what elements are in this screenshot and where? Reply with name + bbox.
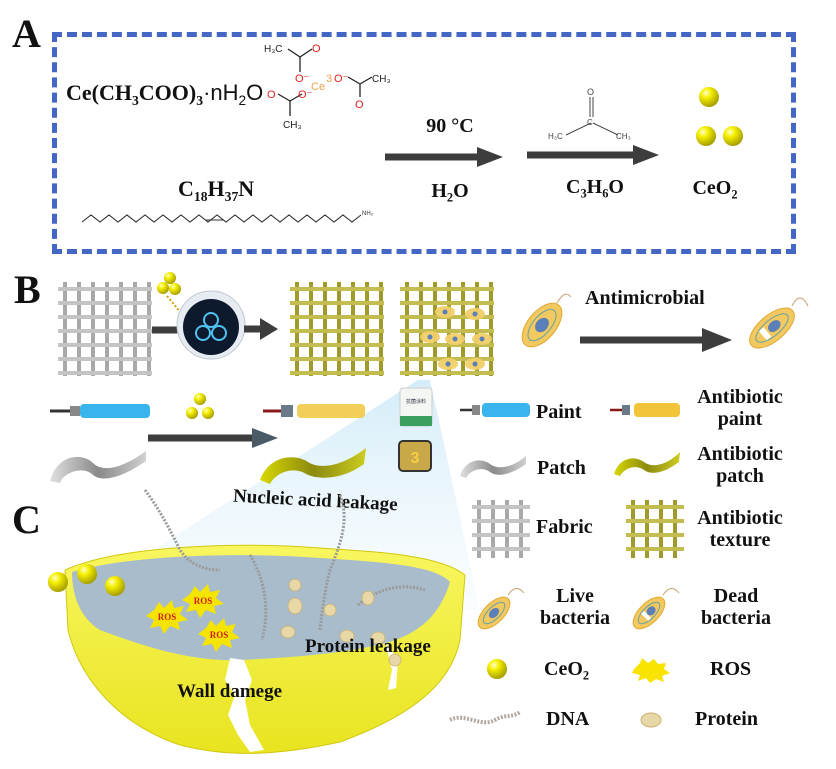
- oxygen-text: O: [312, 43, 321, 55]
- nanoparticle-icon: [105, 576, 125, 596]
- bacterial-cell-cross-section: ROS ROS ROS: [48, 489, 466, 754]
- cerium-text: Ce: [311, 81, 325, 93]
- oxygen-minus-text: O⁻: [298, 89, 313, 101]
- h3c-text: H₃C: [264, 44, 283, 55]
- oxygen-text: O: [355, 99, 364, 111]
- badge-number: 3: [411, 450, 420, 467]
- live-bacteria-icon: [521, 293, 572, 348]
- cerium-acetate-structure: H₃C O O⁻ Ce 3 O⁻ CH₃ O O O⁻ CH₃: [264, 43, 391, 131]
- process-arrow: [148, 428, 278, 448]
- antimicrobial-label: Antimicrobial: [585, 287, 705, 309]
- cytoplasm: [72, 555, 450, 661]
- step1-solvent: H2O: [431, 180, 469, 205]
- panel-label-b: B: [14, 267, 41, 312]
- acetone-structure: O C H₃C CH₃: [548, 87, 631, 141]
- legend-ros-label: ROS: [710, 658, 752, 680]
- nanoparticle-icon: [77, 564, 97, 584]
- oxygen-minus-text: O⁻: [334, 73, 349, 85]
- legend-paint-icon: [460, 403, 530, 417]
- antibiotic-patch-icon: [260, 448, 366, 484]
- legend-antibiotic-paint-icon: [610, 403, 680, 417]
- acetone-ch3: CH₃: [616, 132, 631, 141]
- process-arrow: [244, 318, 278, 340]
- legend-antibiotic-texture-icon: [626, 500, 684, 558]
- dna-strand: [143, 489, 221, 572]
- legend-protein-icon: [640, 712, 662, 728]
- antimicrobial-arrow: [580, 328, 732, 352]
- fabric-with-bacteria-icon: [400, 282, 494, 376]
- step1-temperature: 90 °C: [426, 115, 474, 137]
- cerium-charge-text: 3: [326, 73, 332, 85]
- dna-strand: [318, 494, 346, 631]
- panel-label-c: C: [12, 497, 41, 542]
- svg-text:ROS: ROS: [158, 612, 177, 622]
- wall-damage-label: Wall damege: [177, 681, 283, 702]
- amine-formula: C18H37N: [178, 176, 255, 204]
- acetone-h3c: H₃C: [548, 132, 563, 141]
- ceo2-nanoparticles: [696, 87, 743, 146]
- nanoparticle-icon: [696, 126, 716, 146]
- nanoparticle-icon: [699, 87, 719, 107]
- legend-dna-icon: [449, 710, 522, 725]
- svg-text:ROS: ROS: [210, 630, 229, 640]
- dna-strand: [357, 585, 426, 607]
- nh2-text: NH₂: [362, 211, 374, 217]
- protein-leakage-label: Protein leakage: [305, 636, 431, 657]
- legend-live-bacteria-icon: [477, 588, 525, 630]
- nanoparticle-icon: [723, 126, 743, 146]
- ros-burst: ROS: [146, 600, 188, 634]
- panel-a-frame: [52, 32, 796, 254]
- acetone-o: O: [587, 87, 594, 97]
- oleylamine-structure: NH₂: [81, 211, 374, 223]
- ch3-text: CH₃: [283, 120, 302, 131]
- step2-arrow: [527, 145, 659, 165]
- legend-protein-label: Protein: [695, 708, 758, 730]
- legend-dead-bacteria-icon: [632, 588, 680, 630]
- acetone-c: C: [587, 118, 593, 127]
- nanoparticle-cluster-icon: [157, 272, 181, 313]
- legend-patch-label: Patch: [537, 457, 586, 479]
- legend-ceo2-icon: [487, 659, 507, 679]
- legend-ceo2-label: CeO2: [544, 658, 590, 683]
- protein-cluster: [280, 578, 402, 667]
- nanoparticle-icon: [48, 572, 68, 592]
- panel-label-a: A: [12, 11, 41, 56]
- fabric-icon: [58, 282, 152, 376]
- oxygen-text: O: [267, 89, 276, 101]
- antibiotic-fabric-icon: [290, 282, 384, 376]
- dna-strand: [248, 554, 268, 641]
- paint-brush-yellow-icon: [263, 404, 365, 418]
- precursor-formula: Ce(CH3COO)3·nH2O: [66, 80, 264, 108]
- legend-fabric-label: Fabric: [536, 516, 593, 538]
- product-formula: CeO2: [692, 177, 738, 202]
- legend-dna-label: DNA: [546, 708, 590, 730]
- svg-text:ROS: ROS: [194, 596, 213, 606]
- dead-bacteria-icon: [749, 297, 809, 349]
- legend-fabric-icon: [472, 500, 530, 558]
- patch-icon: [50, 451, 146, 483]
- ros-burst: ROS: [182, 584, 224, 618]
- legend-patch-icon: [460, 456, 526, 478]
- ch3-text: CH₃: [372, 74, 391, 85]
- wall-crack: [225, 658, 264, 752]
- legend-antibiotic-patch-icon: [614, 452, 680, 476]
- legend-ros-icon: [632, 658, 670, 683]
- step2-reagent: C3H6O: [566, 176, 624, 201]
- paint-jar-icon: 抗菌涂料: [399, 387, 433, 427]
- oxygen-minus-text: O⁻: [295, 73, 310, 85]
- step1-arrow: [385, 147, 503, 167]
- legend-paint-label: Paint: [536, 401, 582, 423]
- jar-label: 抗菌涂料: [406, 398, 426, 405]
- paint-brush-blue-icon: [50, 404, 150, 418]
- nanoparticle-cluster-icon: [186, 393, 214, 419]
- coating-device-icon: [176, 290, 246, 360]
- badge-icon: 3: [398, 440, 432, 472]
- ros-burst: ROS: [198, 618, 240, 652]
